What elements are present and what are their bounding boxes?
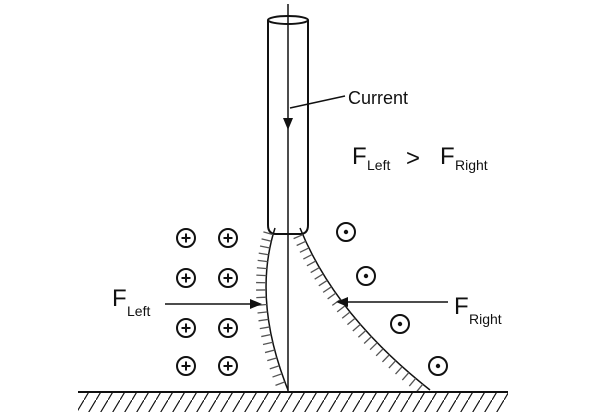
arc-hatch-mark [341,311,351,319]
field-left-group [176,228,238,376]
field-out-of-page-icon [356,266,376,286]
arc-hatch-mark [395,366,403,375]
arc-hatch-mark [381,354,390,363]
arc-hatch-mark [259,245,270,249]
field-into-page-icon [176,268,196,288]
arc-hatch-mark [256,274,267,277]
arc-hatch-mark [401,372,410,381]
arc-hatch-mark [388,360,397,369]
arc-hatch-mark [257,259,268,263]
arc-hatch-mark [352,323,361,332]
base-plate [78,391,508,412]
arc-hatch-mark [293,234,304,240]
current-leader-line [289,95,346,109]
arc-hatch-mark [322,286,332,293]
arc-hatch-mark [258,318,269,322]
arc-hatch-mark [357,330,367,338]
field-out-of-page-icon [336,222,356,242]
field-into-page-icon [218,268,238,288]
arc-hatch-mark [269,365,280,370]
arc-hatch-mark [318,279,328,287]
comparison-f-left: F [352,143,367,170]
f-left-arrowhead-icon [250,299,262,309]
arc-hatch-mark [346,317,356,326]
field-into-page-icon [218,318,238,338]
f-right-symbol: F [454,293,469,320]
arc-hatch-mark [306,260,316,267]
arc-left-boundary [256,227,289,391]
arc-hatch-mark [272,373,283,378]
arc-hatch-mark [296,240,307,247]
field-into-page-icon [218,356,238,376]
arc-hatch-mark [259,326,270,330]
arc-hatch-mark [314,273,324,280]
arc-hatch-mark [261,333,272,338]
arc-hatch-mark [258,252,269,256]
arc-hatch-mark [327,292,337,300]
arc-hatch-mark [375,348,384,357]
arc-hatch-mark [408,377,417,387]
current-arrow-icon [283,118,293,130]
f-right-arrowhead-icon [336,297,348,307]
arc-hatch-mark [415,383,424,393]
arc-hatch-mark [310,266,320,274]
arc-hatch-mark [261,238,272,242]
arc-hatch-mark [267,357,278,362]
arc-hatch-mark [263,231,274,236]
field-into-page-icon [218,228,238,248]
arc-hatch-mark [336,305,346,313]
current-label: Current [348,88,408,108]
field-into-page-icon [176,318,196,338]
field-out-of-page-icon [390,314,410,334]
arc-hatch-mark [303,253,313,260]
arc-hatch-mark [256,267,267,270]
comparison-greater-than: > [406,145,420,172]
field-right-group [336,222,448,376]
arc-hatch-mark [369,342,378,351]
force-comparison: F Left > F Right [352,143,488,173]
field-into-page-icon [176,228,196,248]
arc-hatch-mark [363,336,372,344]
f-right-subscript: Right [469,311,502,327]
f-left-subscript: Left [127,303,150,319]
comparison-f-right: F [440,143,455,170]
arc-right-boundary [293,227,431,393]
f-left-symbol: F [112,285,127,312]
comparison-right-subscript: Right [455,157,488,173]
arc-hatch-mark [275,381,286,386]
field-into-page-icon [176,356,196,376]
arc-hatch-mark [299,247,310,253]
arc-hatch-mark [262,341,273,346]
arc-hatch-mark [264,349,275,354]
field-out-of-page-icon [428,356,448,376]
comparison-left-subscript: Left [367,157,390,173]
arc-hatch-mark [257,311,268,314]
arc-hatch-mark [331,298,341,306]
